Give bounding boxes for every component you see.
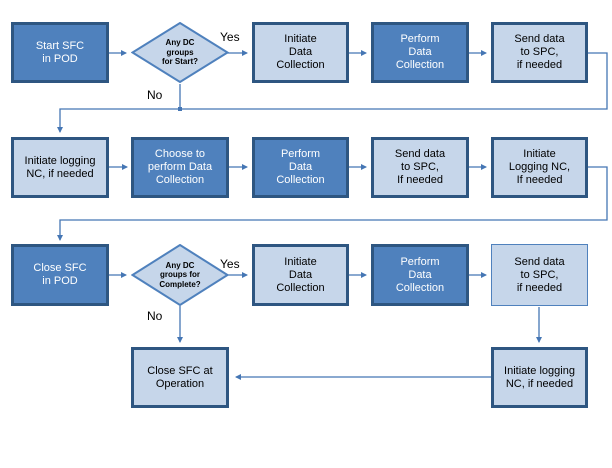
flow-node-initiate-logging-nc-start: Initiate logging NC, if needed	[11, 137, 109, 198]
flow-node-initiate-logging-nc-mid: Initiate Logging NC, If needed	[491, 137, 588, 198]
flow-node-send-data-spc-mid: Send data to SPC, If needed	[371, 137, 469, 198]
flow-node-perform-data-collection-mid: Perform Data Collection	[252, 137, 349, 198]
decision-any-dc-groups-complete: Any DC groups for Complete?	[131, 244, 229, 306]
connector-logging2-to-close-sfc	[57, 166, 608, 241]
flow-node-close-sfc-at-operation: Close SFC at Operation	[131, 347, 229, 408]
flow-node-perform-data-collection-start: Perform Data Collection	[371, 22, 469, 83]
diamond-shape	[131, 244, 229, 306]
flow-node-start-sfc: Start SFC in POD	[11, 22, 109, 83]
flow-node-initiate-logging-nc-complete: Initiate logging NC, if needed	[491, 347, 588, 408]
decision-complete-label: Any DC groups for Complete?	[159, 260, 201, 289]
flow-node-send-data-spc-complete: Send data to SPC, if needed	[491, 244, 588, 306]
flow-node-choose-perform-data-collection: Choose to perform Data Collection	[131, 137, 229, 198]
flow-node-initiate-data-collection-start: Initiate Data Collection	[252, 22, 349, 83]
label-no-complete: No	[147, 309, 163, 323]
decision-start-label: Any DC groups for Start?	[162, 38, 198, 67]
flow-node-send-data-spc-start: Send data to SPC, if needed	[491, 22, 588, 83]
flow-node-initiate-data-collection-complete: Initiate Data Collection	[252, 244, 349, 306]
decision-any-dc-groups-start: Any DC groups for Start?	[131, 22, 229, 83]
junction-dot	[178, 107, 182, 111]
connector-send1-to-initiate-logging	[57, 52, 608, 133]
label-no-start: No	[147, 88, 163, 102]
diamond-shape	[131, 22, 229, 83]
label-yes-start: Yes	[220, 30, 240, 44]
label-yes-complete: Yes	[220, 257, 240, 271]
flow-node-perform-data-collection-complete: Perform Data Collection	[371, 244, 469, 306]
flow-node-close-sfc: Close SFC in POD	[11, 244, 109, 306]
